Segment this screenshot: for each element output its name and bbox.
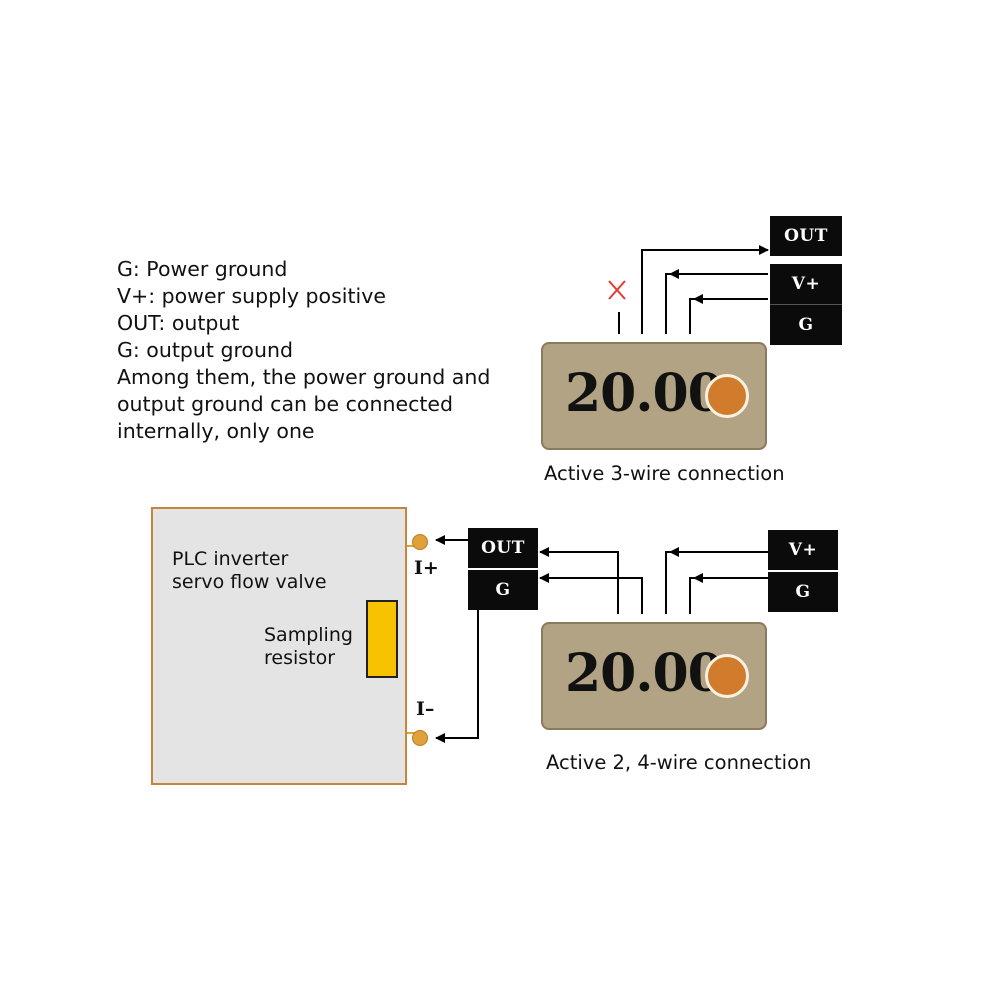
terminal-vplus-top: V+ xyxy=(770,264,842,304)
wire-g-top xyxy=(689,298,768,334)
terminal-out-bottom: OUT xyxy=(468,528,538,568)
plc-label-line: PLC inverter xyxy=(172,548,289,570)
meter-top: 20.00 xyxy=(541,342,767,450)
label-iplus: I+ xyxy=(414,557,439,579)
wire-g-bottom-right xyxy=(689,577,768,614)
plc-label: PLC inverter servo flow valve xyxy=(172,548,327,594)
terminal-g-top: G xyxy=(770,304,842,345)
plc-label-line: servo flow valve xyxy=(172,571,327,593)
legend-line: V+: power supply positive xyxy=(117,284,386,308)
meter-bottom-reading: 20.00 xyxy=(565,643,724,704)
legend-line: OUT: output xyxy=(117,311,240,335)
plc-box: PLC inverter servo flow valve Sampling r… xyxy=(151,507,407,785)
terminal-g-bottom-right: G xyxy=(768,572,838,612)
connector-iplus-icon xyxy=(412,534,428,550)
legend-line: internally, only one xyxy=(117,419,315,443)
caption-top: Active 3-wire connection xyxy=(544,462,785,485)
legend-line: G: output ground xyxy=(117,338,293,362)
wire-out-top xyxy=(641,245,769,334)
terminal-g-bottom-left: G xyxy=(468,570,538,610)
legend-line: G: Power ground xyxy=(117,257,288,281)
sampling-resistor xyxy=(366,600,398,678)
resistor-label: Sampling resistor xyxy=(264,624,353,670)
meter-top-reading: 20.00 xyxy=(565,363,724,424)
legend: G: Power ground V+: power supply positiv… xyxy=(117,256,537,445)
label-iminus: I– xyxy=(416,698,435,720)
wire-vplus-top xyxy=(665,273,768,334)
terminal-out-top: OUT xyxy=(770,216,842,256)
resistor-label-line: Sampling xyxy=(264,624,353,646)
wire-vplus-bottom xyxy=(665,551,768,614)
terminal-vplus-bottom: V+ xyxy=(768,530,838,570)
wire-out-bottom xyxy=(539,547,619,614)
unused-marker-icon xyxy=(608,280,626,300)
connector-iminus-icon xyxy=(412,730,428,746)
wire-g-bottom-left xyxy=(539,573,643,614)
legend-line: output ground can be connected xyxy=(117,392,454,416)
caption-bottom: Active 2, 4-wire connection xyxy=(546,751,812,774)
meter-bottom-knob-icon xyxy=(705,654,749,698)
wire-g-to-iminus xyxy=(435,608,479,743)
legend-line: Among them, the power ground and xyxy=(117,365,491,389)
meter-bottom: 20.00 xyxy=(541,622,767,730)
meter-top-knob-icon xyxy=(705,374,749,418)
resistor-label-line: resistor xyxy=(264,647,336,669)
